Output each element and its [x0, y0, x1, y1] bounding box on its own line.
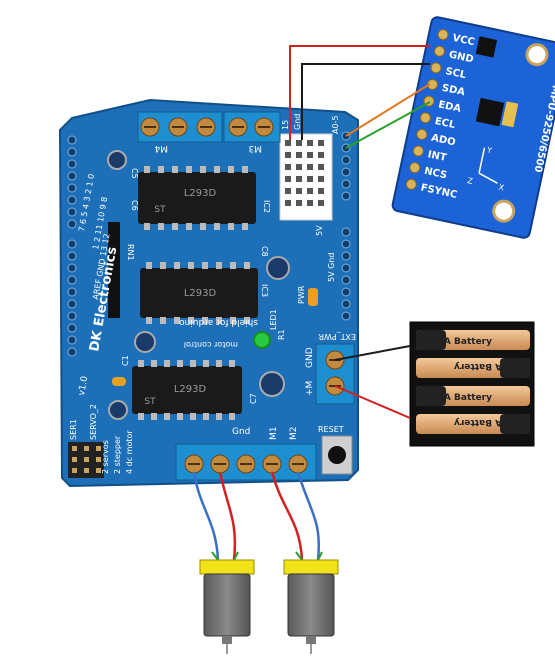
wire-batt-black: [334, 345, 411, 361]
ic-chip-1: L293D ST: [138, 166, 256, 230]
label-stepper: 2 stepper: [113, 435, 122, 474]
ic3-line2: ST: [144, 397, 156, 407]
label-ic3: IC3: [260, 284, 269, 297]
cell-2-label: AAA Battery: [454, 361, 516, 371]
label-led1: LED1: [269, 309, 278, 330]
mpu-pin-gnd: GND: [448, 49, 475, 65]
label-c5: C5: [130, 168, 139, 179]
reset-button: [321, 435, 353, 475]
servo-headers: [68, 442, 104, 478]
power-led: [253, 331, 271, 349]
resistor-network: [108, 222, 120, 318]
cell-1-label: AAA Battery: [430, 337, 492, 347]
mpu-pin-sda: SDA: [441, 83, 466, 99]
power-terminal-block: [315, 343, 355, 405]
battery-cell-2: AAA Battery: [416, 358, 530, 378]
mpu-pin-ado: ADO: [430, 133, 456, 149]
battery-pack: AAA Battery AAA Battery AAA Battery AAA …: [409, 321, 535, 447]
wire-motor1-blue: [192, 471, 220, 561]
label-m1: M1: [269, 427, 279, 441]
label-a05: A0-5: [331, 115, 340, 134]
battery-cell-4: AAA Battery: [416, 414, 530, 434]
label-pwr: PWR: [297, 285, 306, 304]
label-servos: 2 servos: [101, 440, 110, 474]
right-header-pads: [341, 131, 351, 321]
label-r1: R1: [277, 329, 286, 340]
mpu-pin-scl: SCL: [444, 66, 467, 81]
mpu-axis-x: X: [498, 183, 506, 193]
top-header-block: [279, 133, 333, 221]
label-ser1: SER1: [69, 419, 78, 440]
battery-cell-1: AAA Battery: [416, 330, 530, 350]
cell-4-label: AAA Battery: [454, 417, 516, 427]
motor-wires: [192, 471, 323, 561]
mpu-wires: [289, 45, 431, 149]
label-m2: M2: [289, 427, 299, 441]
mpu-pin-vcc: VCC: [451, 33, 475, 48]
mpu-pin-ncs: NCS: [423, 166, 448, 182]
mpu-pin-ecl: ECL: [434, 116, 457, 131]
mpu-board: VCC GND SCL SDA EDA ECL ADO INT NCS FSYN…: [391, 16, 555, 239]
wire-motor1-red: [218, 471, 237, 561]
label-c7: C7: [249, 393, 258, 404]
label-5v: 5V: [315, 225, 324, 236]
label-title-2: motor control: [184, 340, 238, 349]
wire-batt-red: [334, 385, 411, 419]
label-m4: M4: [154, 143, 168, 153]
capacitors: [107, 150, 318, 420]
ic2-line1: L293D: [184, 288, 217, 299]
label-c1: C1: [121, 355, 130, 366]
power-wires: [334, 345, 411, 419]
mpu-axis-y: Y: [485, 145, 493, 155]
label-rn1: RN1: [126, 244, 135, 261]
label-c8: C8: [260, 246, 269, 257]
label-m3: M3: [249, 143, 263, 153]
mpu-axis-marker: Y X Z: [466, 145, 506, 193]
dc-motor-1: [199, 559, 255, 654]
label-15: 15: [281, 120, 290, 130]
label-ext-pwr: EXT_PWR: [318, 332, 356, 341]
label-ic2: IC2: [262, 200, 271, 213]
mpu-pin-eda: EDA: [437, 99, 462, 115]
label-c6: C6: [130, 200, 139, 211]
ic3-line1: L293D: [174, 384, 207, 395]
label-reset: RESET: [318, 425, 344, 434]
label-5v-gnd: 5V Gnd: [327, 253, 336, 282]
wire-motor2-red: [270, 471, 304, 561]
wire-gnd: [301, 63, 430, 140]
battery-cell-3: AAA Battery: [416, 386, 530, 406]
label-version: v1.0: [77, 375, 90, 396]
mpu-axis-z: Z: [466, 176, 474, 186]
wire-scl: [345, 83, 431, 137]
mpu-pin-int: INT: [427, 149, 448, 164]
dc-motor-2: [283, 559, 339, 654]
label-gnd-bottom: Gnd: [232, 427, 250, 437]
ic1-line1: L293D: [184, 188, 217, 199]
top-terminal-blocks: [137, 111, 281, 143]
label-servo2: SERVO_2: [89, 404, 98, 440]
left-header-pads: [67, 135, 77, 357]
motor-shield: L293D ST L293D L293D ST: [58, 98, 359, 488]
wire-vcc: [289, 45, 430, 140]
ic-chip-3: L293D ST: [132, 360, 242, 420]
label-gnd-pwr: GND: [305, 347, 315, 368]
cell-3-label: AAA Battery: [430, 393, 492, 403]
bottom-terminal-block: [175, 443, 317, 481]
wire-sda: [345, 101, 431, 149]
wire-motor2-blue: [296, 471, 320, 561]
label-pm: +M: [305, 381, 315, 396]
ic-chip-2: L293D: [140, 262, 258, 324]
label-dc: 4 dc motor: [125, 430, 134, 474]
label-gnd-top: Gnd: [293, 114, 302, 130]
label-title-1: shield for arduino: [179, 317, 258, 327]
ic1-line2: ST: [154, 205, 166, 215]
